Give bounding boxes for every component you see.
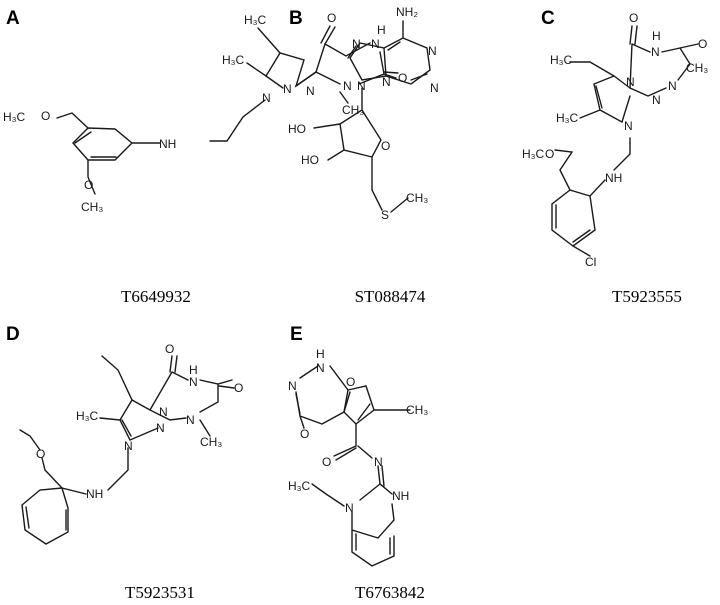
atom-label: N (343, 79, 352, 93)
molecule-d-bonds (19, 355, 235, 545)
atom-label: O (36, 447, 45, 461)
atom-label: HO (288, 122, 306, 136)
atom-label: N (382, 75, 391, 89)
atom-label: H (377, 23, 386, 37)
atom-label: N (371, 37, 380, 51)
atom-label: CH₃ (200, 435, 222, 449)
panel-label-d: D (6, 324, 20, 345)
atom-label: NH (392, 489, 409, 503)
atom-label: N (124, 439, 133, 453)
atom-label: CH₃ (686, 61, 708, 75)
atom-label: H₃C (556, 111, 579, 125)
atom-label: N (357, 79, 366, 93)
atom-label: O (234, 381, 243, 395)
atom-label: O (629, 11, 638, 25)
group-label: CH₃ (342, 103, 364, 117)
atom-label: O (322, 455, 331, 469)
atom-label: N (283, 82, 292, 96)
panel-label-c: C (541, 8, 555, 29)
atom-label: H₃C (76, 409, 99, 423)
atom-label: N (626, 75, 635, 89)
atom-label: N (624, 119, 633, 133)
atom-label: N (374, 455, 383, 469)
atom-label: O (381, 139, 390, 153)
atom-label: O (545, 147, 554, 161)
atom-label: H₃C (522, 147, 545, 161)
atom-label: N (189, 375, 198, 389)
atom-label: N (156, 421, 165, 435)
panel-label-e: E (290, 324, 303, 345)
atom-label: O (398, 71, 407, 85)
atom-label: NH (159, 137, 176, 151)
atom-label: N (352, 37, 361, 51)
atom-label: NH₂ (396, 5, 418, 19)
group-label: H₃C (222, 53, 245, 67)
atom-label: N (288, 379, 297, 393)
atom-label: N (668, 79, 677, 93)
molecule-d-text: O H N O N N N N CH₃ H₃C O NH (36, 342, 243, 501)
atom-label: H₃C (550, 53, 573, 67)
group-label: H₃C (244, 13, 267, 27)
caption-a: T6649932 (121, 287, 191, 306)
group-label: H₃C (3, 110, 26, 124)
atom-label: NH (605, 171, 622, 185)
panel-label-a: A (6, 8, 20, 29)
atom-label: N (316, 361, 325, 375)
atom-label: N (651, 45, 660, 59)
atom-label: N (430, 81, 439, 95)
atom-label: N (186, 413, 195, 427)
atom-label: NH (86, 487, 103, 501)
atom-label: CH₃ (406, 191, 428, 205)
atom-label: H₃C (288, 479, 311, 493)
atom-label: O (346, 375, 355, 389)
atom-label: N (428, 44, 437, 58)
atom-label: N (306, 84, 315, 98)
molecule-e-bonds (295, 365, 411, 567)
caption-b: ST088474 (355, 287, 426, 306)
molecule-e-text: H N N O CH₃ O O N H₃C NH N (288, 347, 428, 515)
molecule-c-text: O H N O N N N N CH₃ H₃C H₃C NH H₃C O Cl (522, 11, 708, 269)
molecule-a-text: O H N O N N N N NH O O H₃C H₃C CH₃ H₃C C… (3, 11, 407, 214)
atom-label: O (41, 109, 50, 123)
molecule-b-text: NH₂ N N N N N HO O HO S CH₃ (288, 5, 439, 222)
atom-label: Cl (585, 255, 596, 269)
atom-label: H (316, 347, 325, 361)
atom-label: S (381, 208, 389, 222)
atom-label: O (165, 342, 174, 356)
atom-label: O (84, 178, 93, 192)
atom-label: O (300, 427, 309, 441)
molecule-c-bonds (551, 25, 699, 257)
molecule-b-bonds (313, 20, 431, 213)
atom-label: N (262, 91, 271, 105)
atom-label: N (652, 93, 661, 107)
atom-label: CH₃ (406, 403, 428, 417)
atom-label: N (345, 501, 354, 515)
atom-label: H (189, 363, 198, 377)
caption-d: T5923531 (125, 583, 195, 602)
caption-e: T6763842 (355, 583, 425, 602)
atom-label: N (159, 405, 168, 419)
atom-label: HO (301, 153, 319, 167)
caption-c: T5923555 (612, 287, 682, 306)
atom-label: O (327, 11, 336, 25)
group-label: CH₃ (81, 200, 103, 214)
panel-label-b: B (289, 8, 303, 29)
atom-label: O (698, 37, 707, 51)
atom-label: H (652, 29, 661, 43)
